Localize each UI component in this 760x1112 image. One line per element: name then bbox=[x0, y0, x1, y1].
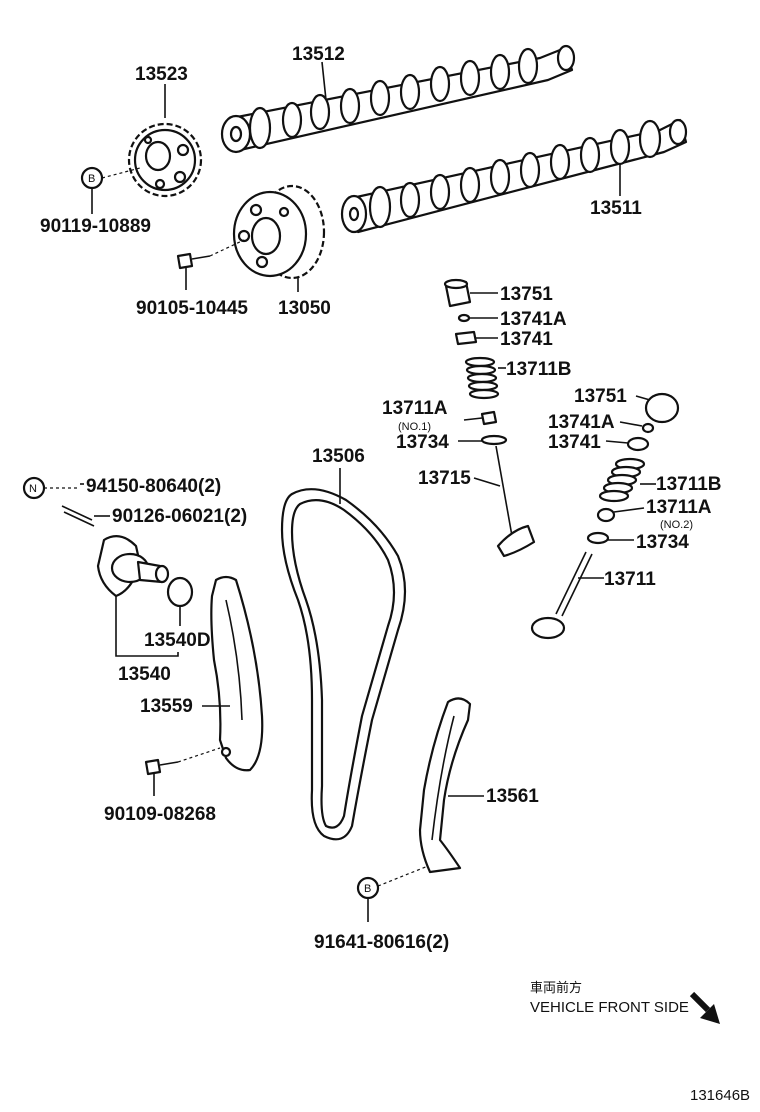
label-91641-80616: 91641-80616(2) bbox=[314, 932, 449, 953]
label-13715: 13715 bbox=[418, 468, 471, 489]
timing-chain-13506 bbox=[280, 488, 407, 841]
spring-13711b-b bbox=[598, 457, 646, 503]
label-90109-08268: 90109-08268 bbox=[104, 804, 216, 825]
marker-b-top-label: B bbox=[88, 173, 95, 185]
chain-damper-13561 bbox=[418, 697, 472, 874]
label-13511: 13511 bbox=[590, 198, 642, 219]
label-13711b-b: 13711B bbox=[656, 474, 722, 495]
leader-13741a-b bbox=[619, 421, 643, 427]
diagram-code: 131646B bbox=[690, 1087, 750, 1104]
camshaft-13512 bbox=[220, 44, 576, 154]
label-no2: (NO.2) bbox=[660, 519, 693, 531]
label-13540: 13540 bbox=[118, 664, 171, 685]
label-13512: 13512 bbox=[292, 44, 345, 65]
label-90126-06021: 90126-06021(2) bbox=[112, 506, 247, 527]
bolt-90105-10445 bbox=[176, 252, 211, 270]
seal-13734-b bbox=[586, 531, 610, 545]
label-13751-b: 13751 bbox=[574, 386, 627, 407]
label-13741-b: 13741 bbox=[548, 432, 601, 453]
valve-13715 bbox=[495, 445, 536, 558]
stud-90126-06021 bbox=[61, 505, 95, 527]
front-note-jp: 車両前方 bbox=[530, 980, 582, 996]
label-13711b-a: 13711B bbox=[506, 359, 572, 380]
leader-13741-b bbox=[605, 440, 629, 444]
seat-13711a-b bbox=[596, 507, 616, 523]
leader-13711a-b bbox=[613, 507, 645, 513]
label-90105-10445: 90105-10445 bbox=[136, 298, 248, 319]
bolt-90109-08268 bbox=[144, 758, 179, 776]
retainer-13741-a bbox=[454, 330, 478, 346]
label-13741a-b: 13741A bbox=[548, 412, 615, 433]
label-13559: 13559 bbox=[140, 696, 193, 717]
valve-lifter-13751-a bbox=[443, 278, 472, 308]
label-13741a-a: 13741A bbox=[500, 309, 567, 330]
camshaft-13511 bbox=[340, 118, 688, 234]
marker-n-label: N bbox=[29, 483, 37, 495]
label-13561: 13561 bbox=[486, 786, 539, 807]
leader-13540 bbox=[115, 596, 179, 657]
sprocket-13523 bbox=[127, 122, 203, 198]
retainer-13741-b bbox=[626, 436, 650, 452]
spring-13711b-a bbox=[464, 356, 500, 400]
marker-b-bottom-label: B bbox=[364, 883, 371, 895]
label-13540d: 13540D bbox=[144, 630, 211, 651]
leader-13751-b bbox=[635, 395, 651, 401]
chain-guide-13559 bbox=[210, 575, 264, 772]
label-13506: 13506 bbox=[312, 446, 365, 467]
valve-13711 bbox=[530, 551, 593, 640]
dash-b-bottom bbox=[377, 865, 429, 887]
tensioner-13540 bbox=[96, 535, 170, 598]
valve-key-13741a-b bbox=[641, 422, 655, 434]
vvt-gear-13050 bbox=[232, 184, 326, 280]
seal-13734-a bbox=[480, 434, 508, 446]
o-ring-13540d bbox=[166, 576, 194, 608]
leader-13512 bbox=[321, 61, 327, 101]
dash-90109 bbox=[177, 747, 221, 763]
valve-key-13741a-a bbox=[457, 313, 471, 323]
label-13711a-a: 13711A bbox=[382, 398, 448, 419]
front-direction-arrow-icon bbox=[689, 991, 720, 1024]
front-note-en: VEHICLE FRONT SIDE bbox=[530, 999, 689, 1016]
label-13050: 13050 bbox=[278, 298, 331, 319]
label-94150-80640: 94150-80640(2) bbox=[86, 476, 221, 497]
dash-90105 bbox=[209, 239, 245, 257]
label-13734-b: 13734 bbox=[636, 532, 689, 553]
valve-lifter-13751-b bbox=[644, 392, 680, 424]
label-13751-a: 13751 bbox=[500, 284, 553, 305]
seat-13711a-a bbox=[480, 410, 498, 426]
label-90119-10889: 90119-10889 bbox=[40, 216, 151, 237]
label-no1: (NO.1) bbox=[398, 421, 431, 433]
label-13523: 13523 bbox=[135, 64, 188, 85]
leader-13711a-a bbox=[463, 417, 483, 421]
dash-b-top bbox=[101, 167, 141, 179]
label-13711: 13711 bbox=[604, 569, 656, 590]
label-13711a-b: 13711A bbox=[646, 497, 712, 518]
leader-13715 bbox=[473, 477, 501, 487]
label-13741-a: 13741 bbox=[500, 329, 553, 350]
label-13734-a: 13734 bbox=[396, 432, 449, 453]
